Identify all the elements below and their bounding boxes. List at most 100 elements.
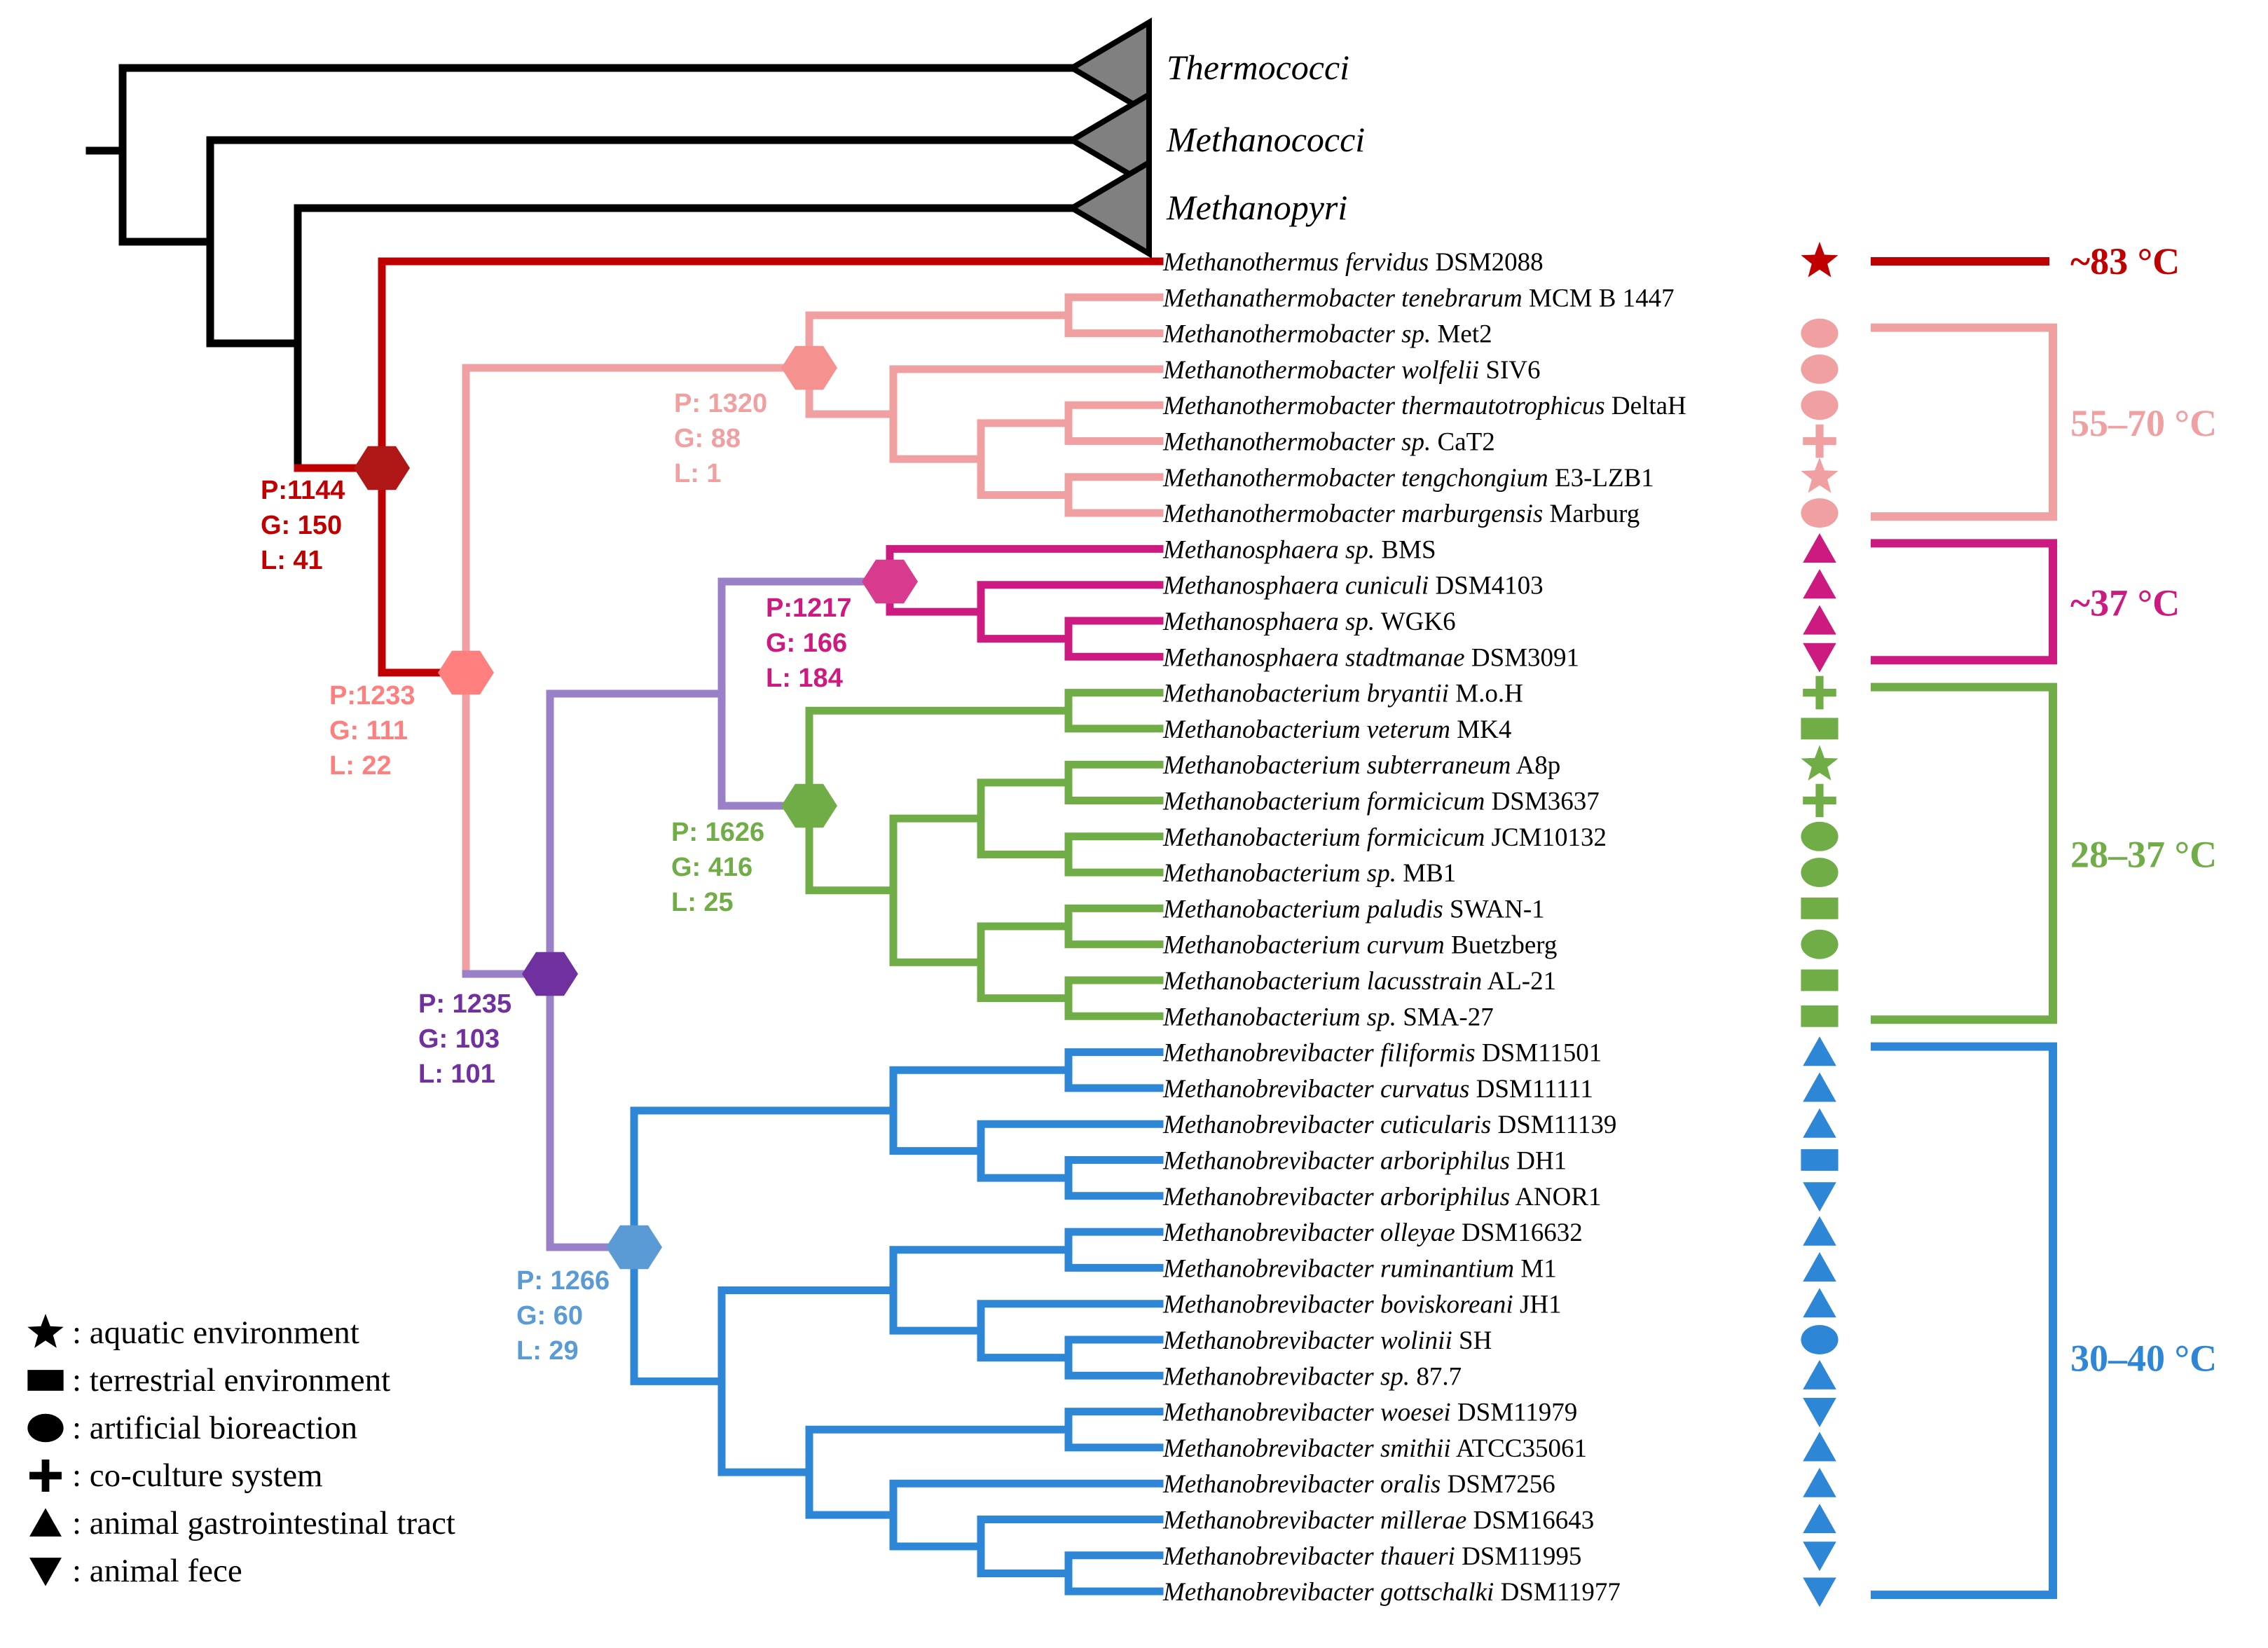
tip-label: Methanobrevibacter ruminantium M1 [1162,1254,1557,1283]
temperature-brackets: ~83 °C55–70 °C~37 °C28–37 °C30–40 °C [1871,240,2217,1600]
temperature-label: 30–40 °C [2070,1337,2217,1379]
temperature-bracket [1871,539,2057,665]
node-stat-p: P:1217 [766,593,852,623]
tip-strain: M1 [1514,1254,1557,1283]
tip-species: Methanobacterium sp. [1162,1003,1396,1031]
branch-mbb-j [1064,1551,1164,1595]
branch-mtb-c [1064,473,1164,517]
branch-mtb-f [805,311,1073,418]
habitat-rect-icon [1801,969,1839,991]
tip-species: Methanothermobacter sp. [1162,320,1431,349]
node-stat-l: L: 184 [766,664,843,693]
tip-strain: DSM16632 [1455,1218,1583,1247]
tip-species: Methanosphaera cuniculi [1162,572,1429,600]
habitat-up-icon [1803,569,1836,599]
tip-strain: BMS [1375,535,1436,564]
habitat-up-icon [1803,1504,1836,1534]
legend-plus-icon [29,1460,62,1492]
branch-outgroup-2 [206,136,1083,348]
habitat-circle-icon [1801,858,1839,888]
habitat-symbols [1801,242,1839,1607]
tip-strain: Met2 [1431,320,1492,349]
tip-label: Methanobrevibacter sp. 87.7 [1162,1362,1462,1391]
temperature-bracket [1871,323,2057,521]
tip-species: Methanobacterium curvum [1162,931,1445,960]
tip-strain: ATCC35061 [1451,1434,1587,1463]
legend-up-icon [29,1508,62,1537]
node-hexagon [606,1225,662,1270]
habitat-up-icon [1803,1072,1836,1102]
branch-mtb-b [1064,401,1164,445]
tip-strain: DSM7256 [1441,1470,1555,1499]
tip-strain: ANOR1 [1510,1183,1602,1211]
tip-label: Methanobacterium lacusstrain AL-21 [1162,967,1556,996]
legend: : aquatic environment: terrestrial envir… [27,1314,455,1589]
tip-label: Methanobrevibacter oralis DSM7256 [1162,1470,1555,1499]
tip-species: Methanobrevibacter filiformis [1162,1039,1476,1068]
tip-label: Methanobrevibacter thaueri DSM11995 [1162,1542,1581,1571]
tip-strain: CaT2 [1431,428,1494,457]
tip-strain: DSM3637 [1485,788,1599,816]
branch-mb-i [805,706,1073,895]
habitat-circle-icon [1801,929,1839,959]
tip-strain: WGK6 [1375,607,1455,636]
tip-strain: DSM2088 [1429,248,1543,277]
tip-species: Methanobacterium formicicum [1162,823,1485,852]
tip-strain: DSM3091 [1465,643,1579,672]
tip-label: Methanobacterium curvum Buetzberg [1162,931,1557,960]
tip-species: Methanobrevibacter oralis [1162,1470,1441,1499]
node-hexagon [781,345,837,390]
habitat-up-icon [1803,1216,1836,1246]
tip-label: Methanobrevibacter woesei DSM11979 [1162,1399,1577,1427]
branch-msp-c [886,544,1164,616]
node-stat-p: P: 1266 [516,1266,610,1296]
branch-msp-a [1064,617,1164,661]
tip-strain: DSM11995 [1455,1542,1582,1571]
temperature-label: ~37 °C [2070,582,2180,624]
tip-label: Methanosphaera sp. WGK6 [1162,607,1456,636]
legend-down-icon [29,1558,62,1586]
tip-species: Methanosphaera sp. [1162,607,1375,636]
habitat-rect-icon [1801,898,1839,919]
tip-species: Methanothermobacter wolfelii [1162,356,1479,385]
branch-mbb-a [1064,1048,1164,1092]
tip-strain: SWAN-1 [1443,895,1545,923]
tip-species: Methanobacterium sp. [1162,859,1396,888]
branch-mb-b [1064,760,1164,804]
tip-species: Methanobrevibacter ruminantium [1162,1254,1514,1283]
tip-label: Methanothermobacter tengchongium E3-LZB1 [1162,464,1654,493]
collapsed-clade-label: Methanococci [1166,120,1365,159]
tip-species: Methanobrevibacter cuticularis [1162,1111,1491,1139]
tip-species: Methanathermobacter tenebrarum [1162,284,1523,313]
node-stat-l: L: 22 [329,751,392,781]
tip-strain: DH1 [1510,1147,1567,1176]
tip-species: Methanobrevibacter sp. [1162,1362,1410,1391]
tip-species: Methanobrevibacter arboriphilus [1162,1183,1510,1211]
branch-mb-d [1064,904,1164,949]
node-stat-g: G: 166 [766,629,847,658]
habitat-plus-icon [1803,424,1836,458]
tip-label: Methanobrevibacter smithii ATCC35061 [1162,1434,1587,1463]
tip-species: Methanobacterium paludis [1162,895,1443,923]
collapsed-clade-label: Methanopyri [1166,188,1347,227]
habitat-star-icon [1801,745,1839,781]
tip-label: Methanobacterium formicicum JCM10132 [1162,823,1607,852]
habitat-up-icon [1803,1467,1836,1497]
node-stat-g: G: 88 [674,424,741,453]
tip-species: Methanosphaera stadtmanae [1162,643,1465,672]
node-stat-p: P:1144 [261,476,345,505]
habitat-up-icon [1803,1431,1836,1462]
branch-mbb-f [1064,1335,1164,1380]
tip-species: Methanobacterium subterraneum [1162,751,1511,780]
branch-mb-h [889,814,985,966]
tip-label: Methanobacterium subterraneum A8p [1162,751,1560,780]
node-stat-l: L: 41 [261,546,323,575]
tip-label: Methanothermus fervidus DSM2088 [1162,248,1544,277]
node-hexagon [781,783,837,828]
tip-strain: SIV6 [1479,356,1540,385]
tip-strain: MB1 [1396,859,1456,888]
habitat-up-icon [1803,1036,1836,1066]
habitat-down-icon [1803,1577,1836,1607]
